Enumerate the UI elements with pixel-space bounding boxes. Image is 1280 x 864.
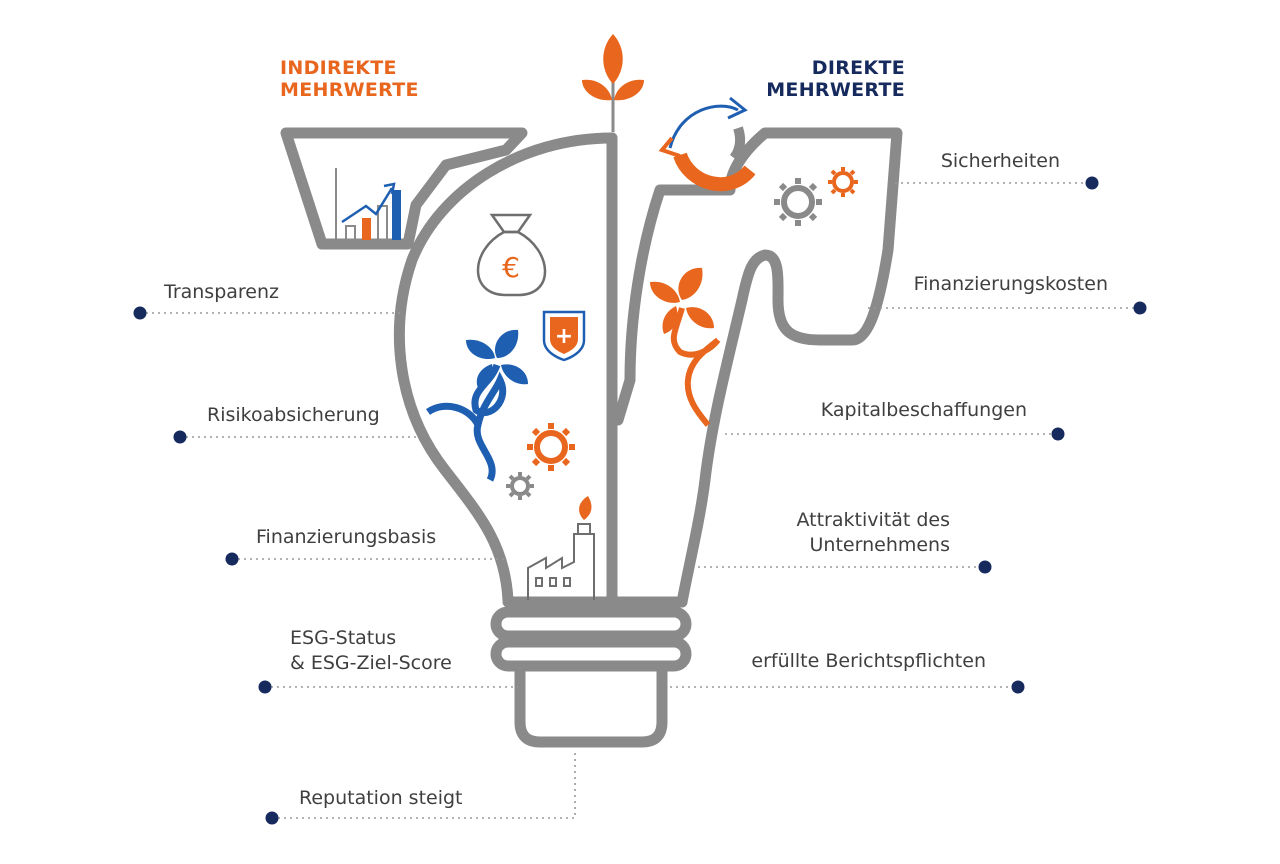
shield-icon: + <box>542 310 586 362</box>
dot-transparenz <box>133 306 147 320</box>
label-sicherheiten: Sicherheiten <box>941 150 1060 172</box>
indirect-heading-line1: INDIREKTE <box>280 57 397 79</box>
label-finanzierungsbasis: Finanzierungsbasis <box>256 526 436 548</box>
plant-icon-blue <box>425 329 528 482</box>
socket-ring-1 <box>490 606 692 642</box>
label-kapitalbeschaffungen: Kapitalbeschaffungen <box>821 399 1027 421</box>
right-leaders <box>670 176 1147 694</box>
gear-icon-grey-large <box>774 178 822 226</box>
dot-esg-status <box>258 680 272 694</box>
money-bag-icon: € <box>476 213 547 297</box>
dot-sicherheiten <box>1085 176 1099 190</box>
chart-window-frame <box>280 127 528 250</box>
dot-finanzierungsbasis <box>225 552 239 566</box>
dot-kapitalbeschaffungen <box>1051 427 1065 441</box>
label-attraktivitaet-line1: Attraktivität des <box>796 509 950 531</box>
direct-heading-line2: MEHRWERTE <box>766 79 905 101</box>
gear-icon-orange-large <box>527 423 575 471</box>
dot-berichtspflichten <box>1011 680 1025 694</box>
dot-attraktivitaet <box>978 560 992 574</box>
direct-heading-line1: DIREKTE <box>812 57 905 79</box>
dot-reputation <box>265 811 279 825</box>
factory-icon <box>527 496 595 600</box>
label-esg-status-line1: ESG-Status <box>290 627 396 649</box>
gear-icon-orange-small <box>828 167 858 197</box>
dot-risikoabsicherung <box>173 430 187 444</box>
bulb-left-glass <box>394 132 618 606</box>
label-finanzierungskosten: Finanzierungskosten <box>914 273 1108 295</box>
label-berichtspflichten: erfüllte Berichtspflichten <box>751 650 986 672</box>
label-esg-status-line2: & ESG-Ziel-Score <box>290 652 452 674</box>
left-leaders <box>133 306 576 825</box>
bulb-outline <box>280 127 903 748</box>
plant-icon-orange <box>650 267 721 427</box>
label-transparenz: Transparenz <box>163 281 279 303</box>
euro-symbol: € <box>502 251 520 284</box>
dot-finanzierungskosten <box>1133 301 1147 315</box>
indirect-heading-line2: MEHRWERTE <box>280 79 419 101</box>
cycle-arrows-icon <box>658 96 756 192</box>
label-risikoabsicherung: Risikoabsicherung <box>207 404 380 426</box>
socket-ring-2 <box>490 636 692 672</box>
bulb-right-glass <box>612 127 903 608</box>
sprout-icon <box>582 34 644 132</box>
label-attraktivitaet-line2: Unternehmens <box>810 534 950 556</box>
shield-cross-symbol: + <box>555 324 573 349</box>
label-reputation: Reputation steigt <box>299 787 463 809</box>
gear-icon-grey-small <box>506 472 534 500</box>
bar-chart-icon <box>335 168 401 241</box>
socket-base <box>514 666 668 748</box>
